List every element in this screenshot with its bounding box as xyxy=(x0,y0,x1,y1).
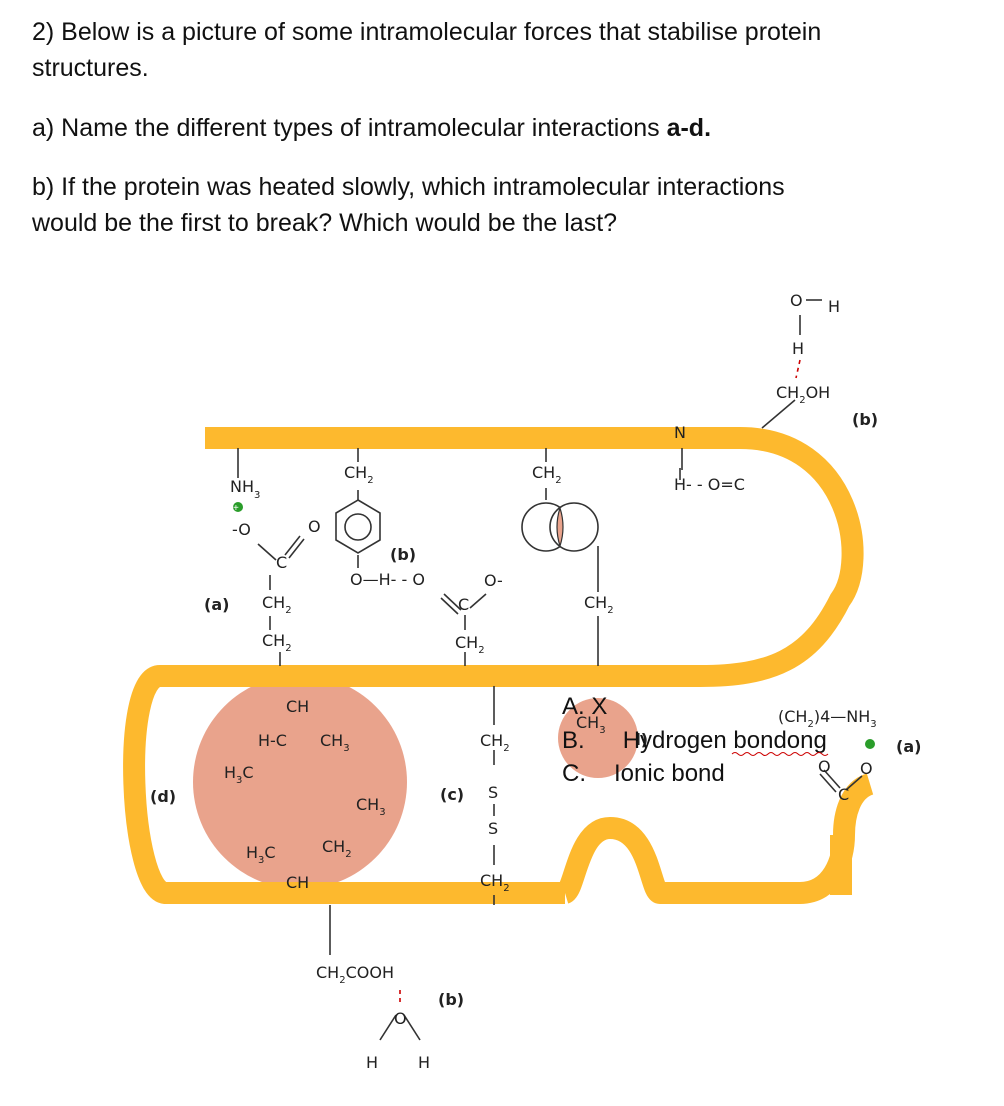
label-d: (d) xyxy=(150,787,176,806)
o-minus-left: -O xyxy=(232,520,251,539)
positive-charge-icon-right xyxy=(865,739,875,749)
c-carboxyl-middle: C xyxy=(458,595,469,614)
hc: H-C xyxy=(258,731,287,750)
question-part-b-line-1: b) If the protein was heated slowly, whi… xyxy=(32,173,785,201)
label-a-right: (a) xyxy=(896,737,921,756)
h3c-left: H3C xyxy=(224,763,254,786)
positive-charge-icon xyxy=(233,502,243,512)
label-a-left: (a) xyxy=(204,595,229,614)
ch2-disulfide-bottom: CH2 xyxy=(480,871,510,894)
ch2-tyrosine: CH2 xyxy=(344,463,374,486)
backbone-h-bond: H- - O=C xyxy=(674,475,745,494)
serine-o: O xyxy=(790,291,803,310)
ch2-core: CH2 xyxy=(322,837,352,860)
ch2-left-1: CH2 xyxy=(262,593,292,616)
ch2-phenylalanine-bottom: CH2 xyxy=(584,593,614,616)
nh3-text: NH3 xyxy=(230,477,260,501)
ch2oh: CH2OH xyxy=(776,383,830,406)
positive-charge-sign: + xyxy=(233,503,239,514)
answer-option-c: C.Ionic bond xyxy=(562,760,725,787)
label-c: (c) xyxy=(440,785,464,804)
o-carboxyl-right: O xyxy=(818,757,831,776)
water-o: O xyxy=(394,1009,407,1028)
ch-bottom: CH xyxy=(286,873,309,892)
protein-backbone xyxy=(123,427,875,905)
phenylalanine-highlight xyxy=(558,698,638,778)
ch2-disulfide-top: CH2 xyxy=(480,731,510,754)
o-minus-lysine: O xyxy=(860,759,873,778)
ch3-top: CH3 xyxy=(320,731,350,754)
tyrosine-ring xyxy=(335,499,381,554)
label-b-aspartate: (b) xyxy=(438,990,464,1009)
answer-option-a: A. X xyxy=(562,693,607,720)
lysine-chain: (CH2)4—NH3 xyxy=(778,707,877,730)
tyrosine-ring-aromatic xyxy=(344,513,372,541)
sulfur-1: S xyxy=(488,783,498,802)
question-line-2: structures. xyxy=(32,54,149,82)
hydrophobic-core xyxy=(193,675,407,889)
part-a-range: a-d. xyxy=(666,114,712,142)
question-line-1: 2) Below is a picture of some intramolec… xyxy=(32,18,822,46)
h3c-bottom: H3C xyxy=(246,843,276,866)
c-carboxyl-left: C xyxy=(276,553,287,572)
o-minus-right: O- xyxy=(484,571,503,590)
backbone-n-terminus xyxy=(205,428,245,448)
phenylalanine-rings xyxy=(521,502,599,552)
side-chain-bonds xyxy=(237,315,801,955)
tyrosine-h-bond: O—H- - O xyxy=(350,570,425,589)
water-h-right: H xyxy=(418,1053,430,1072)
sulfur-2: S xyxy=(488,819,498,838)
c-carboxyl-right: C xyxy=(838,785,849,804)
ch2-phenylalanine-top: CH2 xyxy=(532,463,562,486)
question-part-a: a) Name the different types of intramole… xyxy=(32,110,711,146)
label-b-serine: (b) xyxy=(852,410,878,429)
water-h-left: H xyxy=(366,1053,378,1072)
ch3-right: CH3 xyxy=(356,795,386,818)
spellcheck-underline xyxy=(731,752,829,756)
label-b-tyrosine: (b) xyxy=(390,545,416,564)
part-a-text: a) Name the different types of intramole… xyxy=(32,114,667,142)
ch3-phenylalanine: CH3 xyxy=(576,713,606,736)
carboxylate-bonds xyxy=(257,468,863,1041)
ch-top: CH xyxy=(286,697,309,716)
serine-h: H xyxy=(792,339,804,358)
o-carboxyl-left: O xyxy=(308,517,321,536)
ch2-left-2: CH2 xyxy=(262,631,292,654)
backbone-c-terminus xyxy=(830,835,852,895)
ch2cooh: CH2COOH xyxy=(316,963,394,986)
n-backbone: N xyxy=(674,423,686,442)
ch2-middle: CH2 xyxy=(455,633,485,656)
question-part-b-line-2: would be the first to break? Which would… xyxy=(32,209,618,237)
serine-oh-h: H xyxy=(828,297,840,316)
ser-h-bond xyxy=(795,359,801,379)
answer-option-b: B.Hydrogen bondong xyxy=(562,727,827,754)
